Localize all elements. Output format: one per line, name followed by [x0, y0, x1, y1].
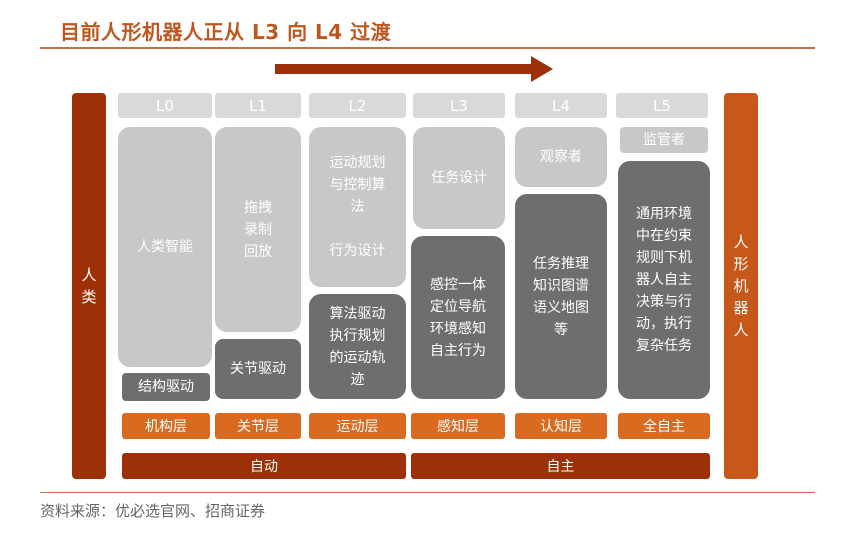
band-autonomy: 自主	[411, 453, 710, 479]
l5-lower-box: 通用环境 中在约束 规则下机 器人自主 决策与行动，执行 复杂任务	[618, 161, 710, 399]
l1-lower-box: 关节驱动	[215, 339, 301, 399]
level-l0: L0	[118, 93, 212, 118]
layer-mechanism: 机构层	[122, 413, 210, 439]
l3-lower-box: 感控一体 定位导航 环境感知 自主行为	[411, 236, 505, 399]
l4-upper-box: 观察者	[515, 127, 607, 187]
layer-perception: 感知层	[411, 413, 505, 439]
level-l2: L2	[309, 93, 406, 118]
layer-motion: 运动层	[309, 413, 406, 439]
level-l5: L5	[616, 93, 708, 118]
layer-joint: 关节层	[215, 413, 301, 439]
l0-upper-box: 人类智能	[118, 127, 212, 367]
human-side-bar: 人类	[72, 93, 106, 479]
footer-divider	[40, 492, 815, 493]
page-title: 目前人形机器人正从 L3 向 L4 过渡	[60, 20, 392, 44]
l4-lower-box: 任务推理 知识图谱 语义地图 等	[515, 194, 607, 399]
level-l1: L1	[215, 93, 301, 118]
progress-arrow-icon	[275, 56, 553, 82]
level-l4: L4	[515, 93, 607, 118]
l2-upper-box: 运动规划 与控制算 法 行为设计	[309, 127, 406, 287]
band-automation: 自动	[122, 453, 406, 479]
l0-lower-box: 结构驱动	[122, 373, 210, 401]
l5-upper-box: 监管者	[620, 127, 708, 153]
title-divider	[40, 47, 815, 49]
l2-lower-box: 算法驱动 执行规划 的运动轨 迹	[309, 294, 406, 399]
level-l3: L3	[413, 93, 505, 118]
robot-side-bar: 人形机器人	[724, 93, 758, 479]
layer-cognition: 认知层	[515, 413, 607, 439]
robot-side-label: 人形机器人	[733, 233, 749, 339]
source-note: 资料来源：优必选官网、招商证券	[40, 502, 266, 520]
l3-upper-box: 任务设计	[413, 127, 505, 229]
human-side-label: 人类	[81, 266, 97, 306]
l1-upper-box: 拖拽 录制 回放	[215, 127, 301, 332]
layer-full-autonomy: 全自主	[618, 413, 710, 439]
